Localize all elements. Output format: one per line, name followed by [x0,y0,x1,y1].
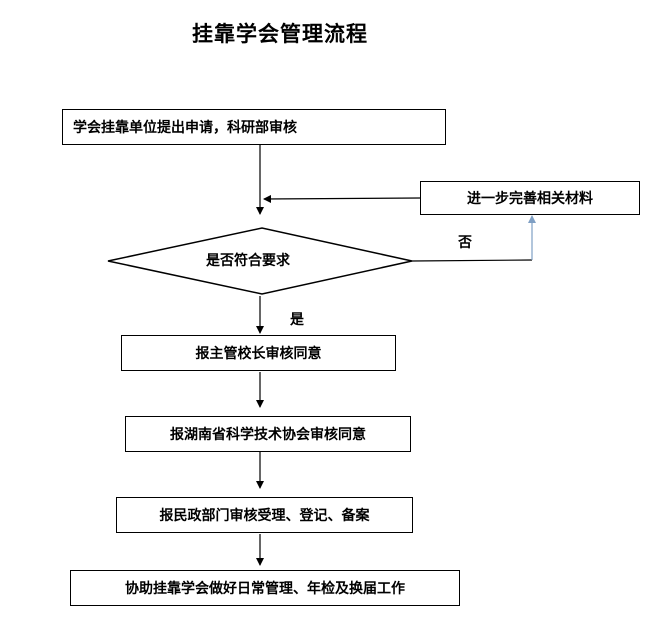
step-civil-affairs-registration: 报民政部门审核受理、登记、备案 [116,497,413,533]
step-assist-management: 协助挂靠学会做好日常管理、年检及换届工作 [70,570,460,606]
line-no-branch [411,259,533,262]
no-label: 否 [458,235,472,251]
decision-label: 是否符合要求 [206,253,290,269]
arrow-improve-to-main [263,194,421,203]
page-title: 挂靠学会管理流程 [192,22,368,46]
yes-label: 是 [290,312,304,328]
step-improve-materials: 进一步完善相关材料 [420,181,640,215]
step-principal-approval: 报主管校长审核同意 [121,335,396,371]
step-provincial-association-approval: 报湖南省科学技术协会审核同意 [125,416,411,452]
step-apply-review: 学会挂靠单位提出申请，科研部审核 [62,109,446,145]
